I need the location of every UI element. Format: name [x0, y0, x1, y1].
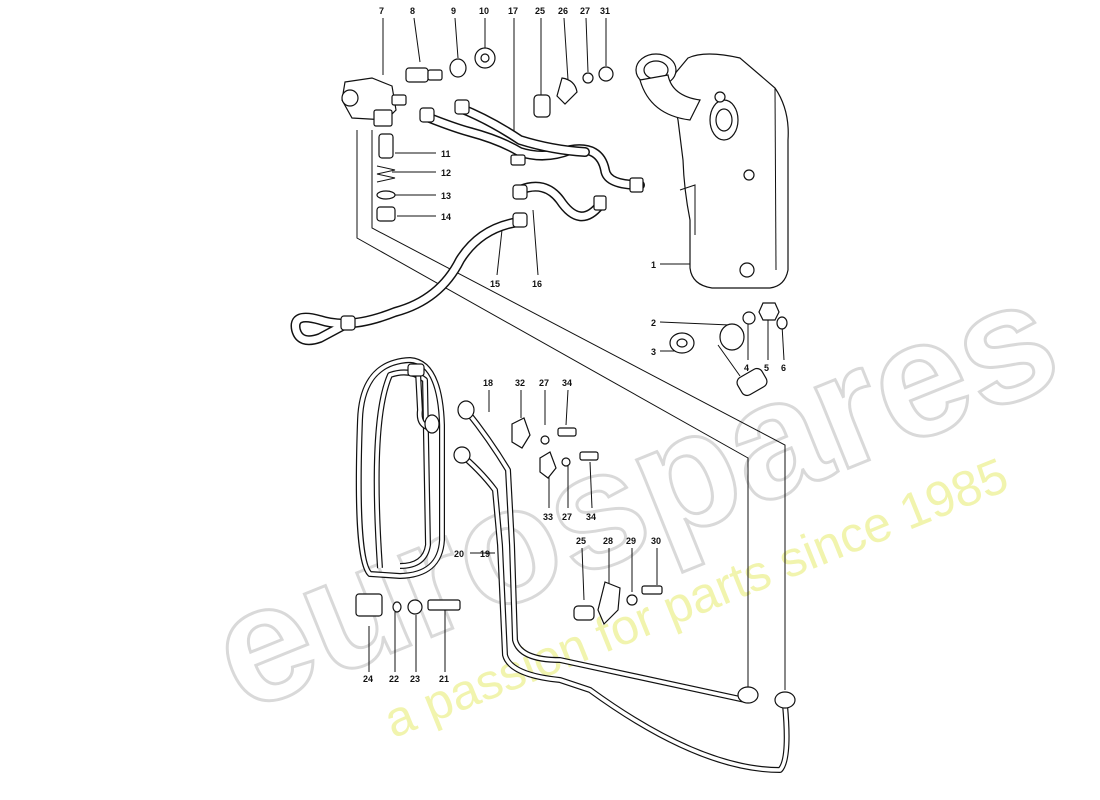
clamp-hardware — [355, 417, 663, 626]
callout-6: 6 — [781, 363, 786, 373]
callout-10: 10 — [479, 6, 489, 16]
callout-27-mid-top: 27 — [539, 378, 549, 388]
callout-16: 16 — [532, 279, 542, 289]
callout-26: 26 — [558, 6, 568, 16]
callout-14: 14 — [441, 212, 451, 222]
callout-28: 28 — [603, 536, 613, 546]
callout-34-bottom: 34 — [586, 512, 596, 522]
callout-21: 21 — [439, 674, 449, 684]
cooler-loop-tube — [355, 357, 445, 579]
callout-11: 11 — [441, 149, 451, 159]
callouts: 7 8 9 10 17 25 26 27 31 11 12 13 14 15 1… — [363, 6, 786, 684]
callout-20: 20 — [454, 549, 464, 559]
callout-34-top: 34 — [562, 378, 572, 388]
long-oil-lines — [453, 400, 796, 773]
callout-31: 31 — [600, 6, 610, 16]
callout-2: 2 — [651, 318, 656, 328]
callout-8: 8 — [410, 6, 415, 16]
callout-3: 3 — [651, 347, 656, 357]
leader-lines — [356, 17, 786, 690]
callout-27-top: 27 — [580, 6, 590, 16]
callout-27-mid-bottom: 27 — [562, 512, 572, 522]
callout-9: 9 — [451, 6, 456, 16]
callout-5: 5 — [764, 363, 769, 373]
callout-25-top: 25 — [535, 6, 545, 16]
oil-tank — [635, 53, 789, 289]
drain-plug-group — [669, 302, 788, 397]
callout-29: 29 — [626, 536, 636, 546]
callout-18: 18 — [483, 378, 493, 388]
callout-24: 24 — [363, 674, 373, 684]
callout-25-bottom: 25 — [576, 536, 586, 546]
thermostat-valve — [341, 47, 614, 222]
callout-13: 13 — [441, 191, 451, 201]
callout-15: 15 — [490, 279, 500, 289]
callout-22: 22 — [389, 674, 399, 684]
callout-4: 4 — [744, 363, 749, 373]
callout-7: 7 — [379, 6, 384, 16]
callout-12: 12 — [441, 168, 451, 178]
callout-17: 17 — [508, 6, 518, 16]
callout-32: 32 — [515, 378, 525, 388]
upper-pipes — [290, 99, 645, 346]
callout-19: 19 — [480, 549, 490, 559]
callout-33: 33 — [543, 512, 553, 522]
callout-1: 1 — [651, 260, 656, 270]
callout-30: 30 — [651, 536, 661, 546]
callout-23: 23 — [410, 674, 420, 684]
